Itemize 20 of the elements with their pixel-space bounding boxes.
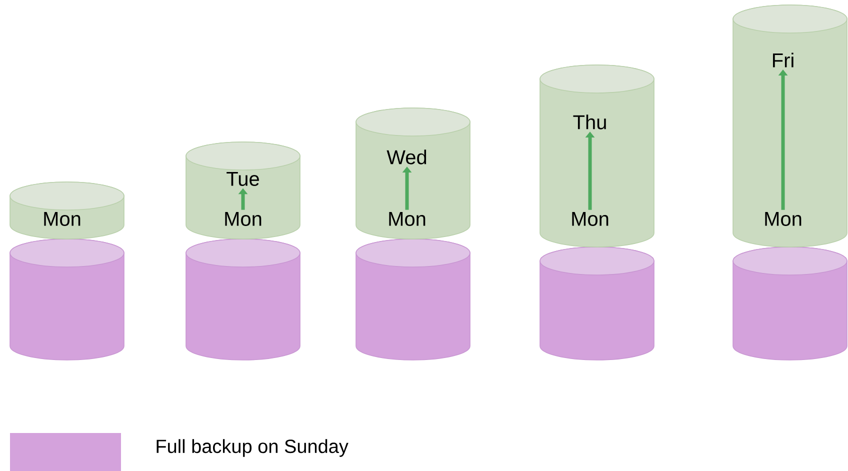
day-label: Wed: [386, 150, 426, 164]
full-backup-cylinder: [356, 238, 470, 360]
incremental-backup-cylinder: [186, 142, 300, 240]
legend-text: Full backup on Sunday: [156, 439, 348, 457]
incremental-backup-cylinder: [356, 108, 470, 240]
day-label: Fri: [773, 52, 794, 68]
full-backup-cylinder: [10, 238, 124, 360]
day-label: Tue: [226, 172, 259, 186]
full-backup-cylinder: [732, 246, 848, 360]
day-label: Mon: [572, 212, 608, 226]
day-label: Mon: [765, 212, 802, 226]
incremental-backup-cylinder: [732, 4, 848, 248]
day-label: Thu: [573, 114, 606, 130]
incremental-backup-cylinder: [10, 182, 124, 240]
day-label: Mon: [225, 212, 262, 226]
incremental-backup-cylinder: [540, 64, 654, 248]
day-label: Mon: [389, 212, 426, 226]
full-backup-cylinder: [540, 246, 654, 360]
full-backup-cylinder: [186, 238, 300, 360]
day-label: Mon: [44, 212, 80, 226]
